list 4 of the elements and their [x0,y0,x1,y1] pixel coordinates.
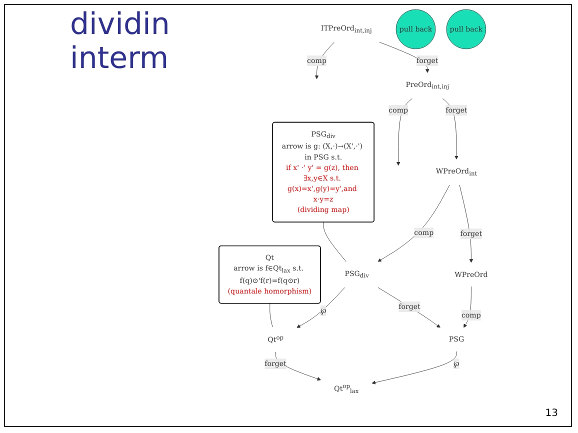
slide-title: dividin interm [70,8,171,76]
connector [323,222,346,262]
connector [270,303,273,328]
page-number: 13 [545,408,558,419]
